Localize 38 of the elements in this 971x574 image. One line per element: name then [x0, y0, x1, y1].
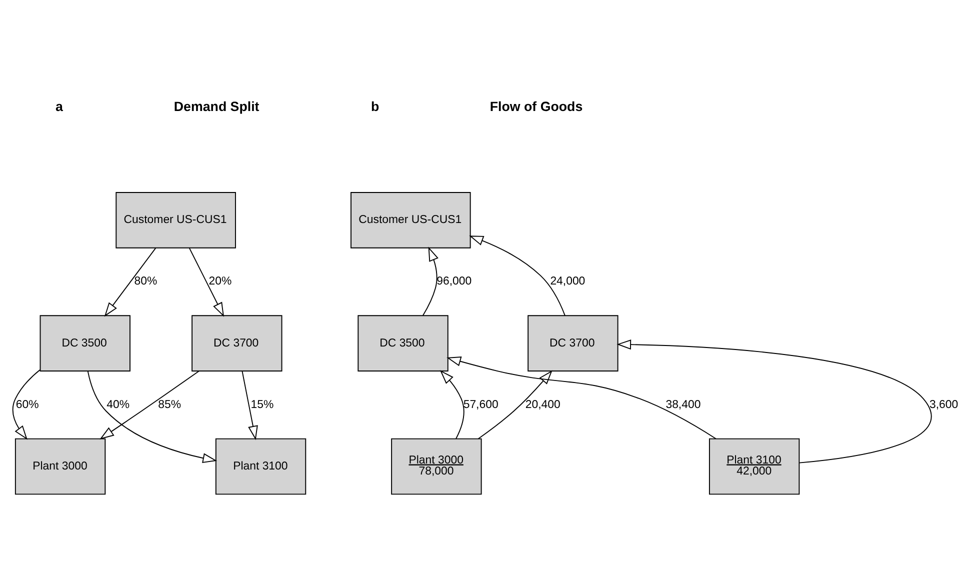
- edge-label: 20%: [208, 275, 232, 288]
- node-box: DC 3500: [40, 314, 130, 371]
- arrow: [422, 246, 438, 316]
- node-box: Customer US-CUS1: [116, 192, 236, 248]
- arrow: [242, 370, 258, 440]
- node-box: DC 3700: [192, 314, 282, 371]
- arrow: [188, 247, 224, 316]
- edge-label: 38,400: [666, 398, 701, 410]
- label: Demand Split: [174, 98, 260, 114]
- edge-label: 40%: [106, 398, 130, 410]
- edge-label: 24,000: [550, 275, 586, 288]
- edge-label: 20,400: [525, 398, 560, 410]
- arrow: [12, 368, 40, 440]
- node-box: DC 3700: [528, 314, 618, 371]
- edge-label: 15%: [250, 398, 274, 410]
- edge-label: 80%: [134, 275, 158, 288]
- edge-label: 60%: [16, 398, 39, 410]
- label: a: [56, 98, 63, 114]
- edge-label: 96,000: [436, 275, 472, 288]
- arrow: [616, 339, 932, 463]
- node-box: Plant 3100: [215, 438, 306, 494]
- arrow: [446, 356, 716, 439]
- edge-label: 85%: [158, 398, 182, 410]
- arrow: [100, 370, 200, 439]
- node-box: Customer US-CUS1: [350, 192, 471, 248]
- label: Flow of Goods: [490, 98, 583, 114]
- node-box: DC 3500: [358, 314, 448, 371]
- edge-label: 3,600: [930, 398, 958, 410]
- node-box: Plant 3000 78,000: [391, 438, 482, 494]
- arrow: [87, 370, 218, 463]
- arrow: [440, 370, 464, 439]
- arrow: [469, 235, 566, 316]
- node-box: Plant 3000: [14, 438, 106, 494]
- node-box: Plant 3100 42,000: [708, 438, 800, 494]
- edge-label: 57,600: [463, 398, 498, 410]
- label: b: [371, 98, 380, 114]
- arrow: [478, 370, 552, 439]
- arrow: [104, 247, 156, 316]
